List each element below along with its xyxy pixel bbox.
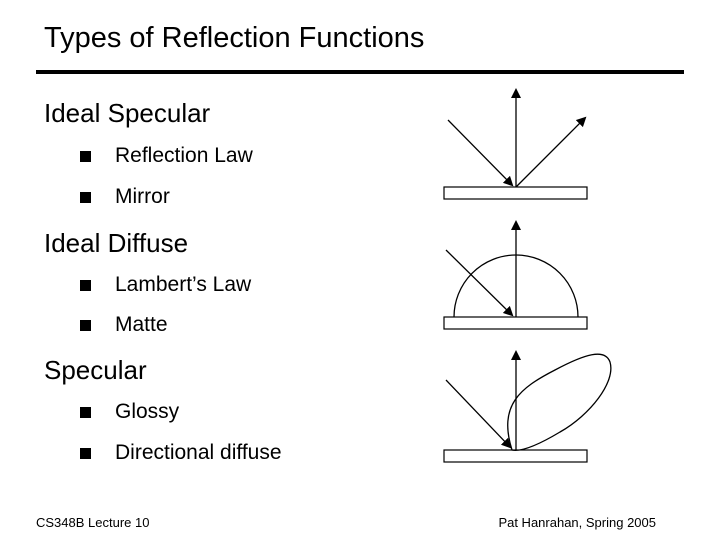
slide-title: Types of Reflection Functions xyxy=(44,22,425,54)
section-heading-specular: Specular xyxy=(44,355,147,385)
title-underline xyxy=(36,70,684,74)
incident-ray xyxy=(447,119,514,187)
bullet-item: Lambert’s Law xyxy=(80,273,251,297)
bullet-item: Mirror xyxy=(80,185,170,209)
bullet-text: Directional diffuse xyxy=(115,441,282,464)
square-bullet-icon xyxy=(80,319,91,331)
square-bullet-icon xyxy=(80,150,91,162)
square-bullet-icon xyxy=(80,447,91,459)
bullet-item: Directional diffuse xyxy=(80,441,282,465)
ideal-diffuse-diagram xyxy=(443,220,588,330)
section-heading-ideal-diffuse: Ideal Diffuse xyxy=(44,228,189,258)
footer-course-label: CS348B Lecture 10 xyxy=(36,515,150,530)
bullet-item: Reflection Law xyxy=(80,144,253,168)
incident-ray xyxy=(445,249,514,317)
square-bullet-icon xyxy=(80,406,91,418)
glossy-specular-diagram xyxy=(443,350,612,463)
bullet-text: Mirror xyxy=(115,185,170,208)
bullet-text: Matte xyxy=(115,313,168,336)
bullet-text: Lambert’s Law xyxy=(115,273,252,296)
bullet-item: Glossy xyxy=(80,400,179,424)
reflected-ray xyxy=(515,116,587,188)
section-heading-ideal-specular: Ideal Specular xyxy=(44,98,211,128)
surface-slab xyxy=(443,449,588,463)
ideal-specular-diagram xyxy=(443,88,588,200)
glossy-lobe xyxy=(507,353,612,451)
surface-slab xyxy=(443,186,588,200)
footer-author-label: Pat Hanrahan, Spring 2005 xyxy=(498,515,656,530)
bullet-text: Reflection Law xyxy=(115,144,253,167)
incident-ray xyxy=(445,379,512,449)
bullet-item: Matte xyxy=(80,313,168,337)
square-bullet-icon xyxy=(80,279,91,291)
square-bullet-icon xyxy=(80,191,91,203)
bullet-text: Glossy xyxy=(115,400,180,423)
surface-slab xyxy=(443,316,588,330)
